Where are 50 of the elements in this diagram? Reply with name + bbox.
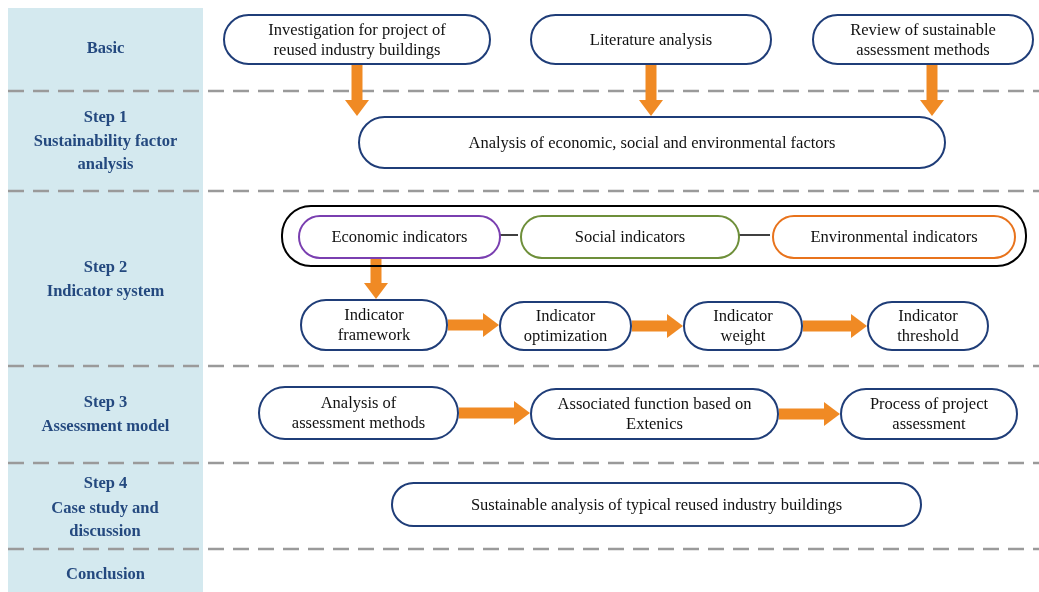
stage-label: Indicator system bbox=[45, 279, 166, 302]
box-text: Sustainable analysis of typical reused industry buildings bbox=[470, 494, 843, 515]
box-text: Investigation for project of reused industry buildings bbox=[267, 19, 447, 60]
process-box bbox=[840, 388, 1018, 440]
arrow bbox=[920, 65, 944, 116]
box-text: Social indicators bbox=[574, 227, 686, 247]
arrow bbox=[779, 402, 840, 426]
process-box bbox=[300, 299, 448, 351]
box-text: Analysis of economic, social and environmental factors bbox=[468, 132, 836, 153]
process-box bbox=[298, 215, 501, 259]
group-box bbox=[281, 205, 1027, 267]
process-box bbox=[867, 301, 989, 351]
box-text: Indicator optimization bbox=[522, 306, 609, 346]
stage-label: Step 1 bbox=[82, 105, 129, 128]
stage-label: Sustainability factor analysis bbox=[32, 130, 179, 175]
box-text: Associated function based on Extenics bbox=[556, 394, 753, 434]
arrow bbox=[639, 65, 663, 116]
box-text: Review of sustainable assessment methods bbox=[849, 19, 997, 60]
process-box bbox=[258, 386, 459, 440]
stage-label: Step 3 bbox=[82, 390, 129, 413]
process-box bbox=[772, 215, 1016, 259]
stage-label: Step 4 bbox=[82, 471, 129, 494]
process-box bbox=[520, 215, 740, 259]
process-box bbox=[358, 116, 946, 169]
box-text: Environmental indicators bbox=[810, 227, 978, 247]
box-text: Process of project assessment bbox=[868, 394, 990, 434]
box-text: Analysis of assessment methods bbox=[290, 393, 427, 433]
arrow bbox=[803, 314, 867, 338]
process-box bbox=[391, 482, 922, 527]
stage-label: Conclusion bbox=[65, 562, 146, 585]
stage-label: Basic bbox=[85, 36, 126, 59]
box-text: Economic indicators bbox=[331, 227, 468, 247]
process-box bbox=[530, 388, 779, 440]
stage-label: Step 2 bbox=[82, 255, 129, 278]
process-box bbox=[812, 14, 1034, 65]
process-box bbox=[683, 301, 803, 351]
process-box bbox=[530, 14, 772, 65]
box-text: Indicator weight bbox=[712, 306, 774, 346]
box-text: Indicator threshold bbox=[896, 306, 960, 346]
box-text: Literature analysis bbox=[589, 29, 713, 50]
arrow bbox=[632, 314, 683, 338]
arrow bbox=[364, 257, 388, 299]
arrow bbox=[459, 401, 530, 425]
box-text: Indicator framework bbox=[336, 305, 412, 345]
process-box bbox=[499, 301, 632, 351]
arrow bbox=[448, 313, 499, 337]
stage-label: Case study and discussion bbox=[50, 497, 160, 542]
arrow bbox=[345, 65, 369, 116]
process-box bbox=[223, 14, 491, 65]
stage-label: Assessment model bbox=[40, 414, 171, 437]
